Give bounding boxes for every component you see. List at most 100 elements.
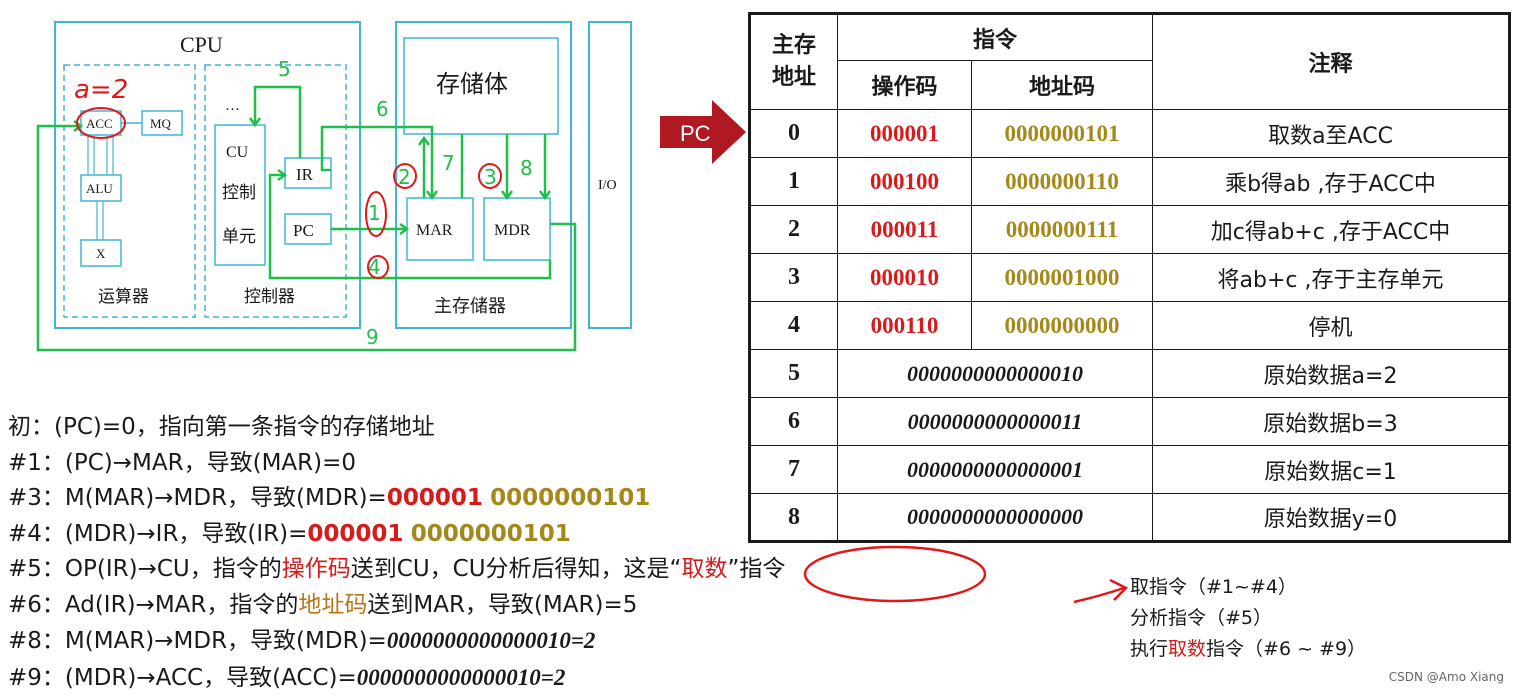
step-3-opcode: 000001 bbox=[387, 485, 483, 511]
phase-arrow bbox=[1070, 574, 1130, 614]
step-num-6: 6 bbox=[376, 97, 389, 121]
pc-arrow-label: PC bbox=[680, 121, 711, 146]
header-comment: 注释 bbox=[1153, 14, 1510, 110]
table-row: 1 000100 0000000110 乘b得ab ,存于ACC中 bbox=[750, 158, 1510, 206]
cu-label: CU bbox=[226, 144, 249, 161]
cell-note: 原始数据a=2 bbox=[1153, 350, 1510, 398]
cpu-label: CPU bbox=[180, 32, 223, 57]
table-row: 3 000010 0000001000 将ab+c ,存于主存单元 bbox=[750, 254, 1510, 302]
header-opcode: 操作码 bbox=[838, 61, 972, 110]
cell-opcode: 000011 bbox=[838, 206, 972, 254]
computer-architecture-diagram: CPU ACC MQ ALU X 运算器 … CU 控制 单元 IR PC 控制… bbox=[0, 0, 700, 380]
phase-fetch: 取指令（#1~#4） bbox=[1130, 572, 1366, 603]
alu-label: ALU bbox=[86, 181, 113, 196]
cell-note: 停机 bbox=[1153, 302, 1510, 350]
pc-pointer-arrow: PC bbox=[660, 100, 746, 164]
table-row: 0 000001 0000000101 取数a至ACC bbox=[750, 110, 1510, 158]
step-5-text-a: #5：OP(IR)→CU，指令的 bbox=[8, 556, 282, 582]
load-circle-annotation bbox=[795, 540, 1015, 610]
step-num-7: 7 bbox=[442, 151, 455, 175]
step-4-opcode: 000001 bbox=[307, 521, 403, 547]
step-num-1: 1 bbox=[368, 201, 381, 225]
phase-exec-a: 执行 bbox=[1130, 638, 1168, 660]
cell-note: 原始数据c=1 bbox=[1153, 446, 1510, 494]
cell-addr: 0 bbox=[750, 110, 838, 158]
io-box bbox=[589, 22, 631, 328]
step-5-highlight-load: 取数 bbox=[681, 556, 727, 582]
step-8-text: #8：M(MAR)→MDR，导致(MDR)= bbox=[8, 628, 387, 654]
cu-ctrl-label: 控制 bbox=[222, 183, 256, 203]
step-init: 初：(PC)=0，指向第一条指令的存储地址 bbox=[8, 410, 1008, 446]
table-row: 4 000110 0000000000 停机 bbox=[750, 302, 1510, 350]
cell-addr: 1 bbox=[750, 158, 838, 206]
step-4-addrcode: 0000000101 bbox=[411, 521, 571, 547]
step-6-text-a: #6：Ad(IR)→MAR，指令的 bbox=[8, 592, 298, 618]
cell-addrcode: 0000000101 bbox=[972, 110, 1153, 158]
step-9-text: #9：(MDR)→ACC，导致(ACC)= bbox=[8, 665, 357, 691]
main-memory-label: 主存储器 bbox=[434, 296, 506, 317]
step-5-text-c: ”指令 bbox=[727, 556, 785, 582]
ir-label: IR bbox=[296, 165, 314, 184]
phase-execute: 执行取数指令（#6 ~ #9） bbox=[1130, 634, 1366, 665]
step-6-highlight: 地址码 bbox=[298, 592, 367, 618]
cell-opcode: 000001 bbox=[838, 110, 972, 158]
step-8: #8：M(MAR)→MDR，导致(MDR)=0000000000000010=2 bbox=[8, 623, 1008, 660]
step-5-highlight-opcode: 操作码 bbox=[282, 556, 351, 582]
step-9: #9：(MDR)→ACC，导致(ACC)=0000000000000010=2 bbox=[8, 660, 1008, 696]
step-num-8: 8 bbox=[520, 156, 533, 180]
step-8-value: 0000000000000010=2 bbox=[387, 628, 596, 653]
cell-addrcode: 0000000110 bbox=[972, 158, 1153, 206]
cell-note: 加c得ab+c ,存于ACC中 bbox=[1153, 206, 1510, 254]
step-6-text-b: 送到MAR，导致(MAR)=5 bbox=[367, 592, 637, 618]
step-5-text-b: 送到CU，CU分析后得知，这是“ bbox=[351, 556, 682, 582]
step-num-5: 5 bbox=[278, 57, 291, 81]
watermark: CSDN @Amo Xiang bbox=[1389, 670, 1504, 684]
step-3-text: #3：M(MAR)→MDR，导致(MDR)= bbox=[8, 485, 387, 511]
cell-note: 原始数据y=0 bbox=[1153, 494, 1510, 542]
phase-exec-b: 指令（#6 ~ #9） bbox=[1206, 638, 1366, 660]
storage-label: 存储体 bbox=[436, 70, 508, 98]
cell-raw: 0000000000000010 bbox=[838, 350, 1153, 398]
cell-addr: 2 bbox=[750, 206, 838, 254]
cell-addr: 3 bbox=[750, 254, 838, 302]
step-3-addrcode: 0000000101 bbox=[490, 485, 650, 511]
io-label: I/O bbox=[598, 178, 617, 193]
header-addrcode: 地址码 bbox=[972, 61, 1153, 110]
mdr-label: MDR bbox=[494, 222, 531, 239]
step-num-4: 4 bbox=[368, 255, 381, 279]
cu-unit-label: 单元 bbox=[222, 227, 256, 247]
pc-label: PC bbox=[293, 221, 314, 240]
step-num-3: 3 bbox=[484, 165, 497, 189]
step-1: #1：(PC)→MAR，导致(MAR)=0 bbox=[8, 446, 1008, 482]
cell-opcode: 000100 bbox=[838, 158, 972, 206]
cell-note: 将ab+c ,存于主存单元 bbox=[1153, 254, 1510, 302]
mar-label: MAR bbox=[416, 222, 453, 239]
table-row: 2 000011 0000000111 加c得ab+c ,存于ACC中 bbox=[750, 206, 1510, 254]
table-row: 5 0000000000000010 原始数据a=2 bbox=[750, 350, 1510, 398]
x-label: X bbox=[96, 246, 106, 261]
acc-label: ACC bbox=[86, 116, 113, 131]
cell-note: 乘b得ab ,存于ACC中 bbox=[1153, 158, 1510, 206]
header-instr: 指令 bbox=[838, 14, 1153, 61]
step-num-2: 2 bbox=[398, 165, 411, 189]
cell-addr: 5 bbox=[750, 350, 838, 398]
hand-a-annotation: a=2 bbox=[74, 75, 128, 105]
cell-opcode: 000010 bbox=[838, 254, 972, 302]
instruction-phases: 取指令（#1~#4） 分析指令（#5） 执行取数指令（#6 ~ #9） bbox=[1130, 572, 1366, 665]
phase-analyze: 分析指令（#5） bbox=[1130, 603, 1366, 634]
cell-addrcode: 0000000000 bbox=[972, 302, 1153, 350]
controller-label: 控制器 bbox=[244, 287, 295, 307]
step-4-text: #4：(MDR)→IR，导致(IR)= bbox=[8, 521, 307, 547]
cell-addrcode: 0000001000 bbox=[972, 254, 1153, 302]
mq-label: MQ bbox=[150, 116, 172, 131]
alu-unit-label: 运算器 bbox=[98, 287, 149, 307]
cell-addr: 4 bbox=[750, 302, 838, 350]
step-9-value: 0000000000000010=2 bbox=[357, 665, 566, 690]
step-3: #3：M(MAR)→MDR，导致(MDR)=000001 0000000101 bbox=[8, 481, 1008, 517]
step-num-9: 9 bbox=[366, 325, 379, 349]
dots: … bbox=[225, 98, 240, 114]
cell-addrcode: 0000000111 bbox=[972, 206, 1153, 254]
cell-note: 取数a至ACC bbox=[1153, 110, 1510, 158]
header-addr: 主存地址 bbox=[750, 14, 838, 110]
cell-note: 原始数据b=3 bbox=[1153, 398, 1510, 446]
